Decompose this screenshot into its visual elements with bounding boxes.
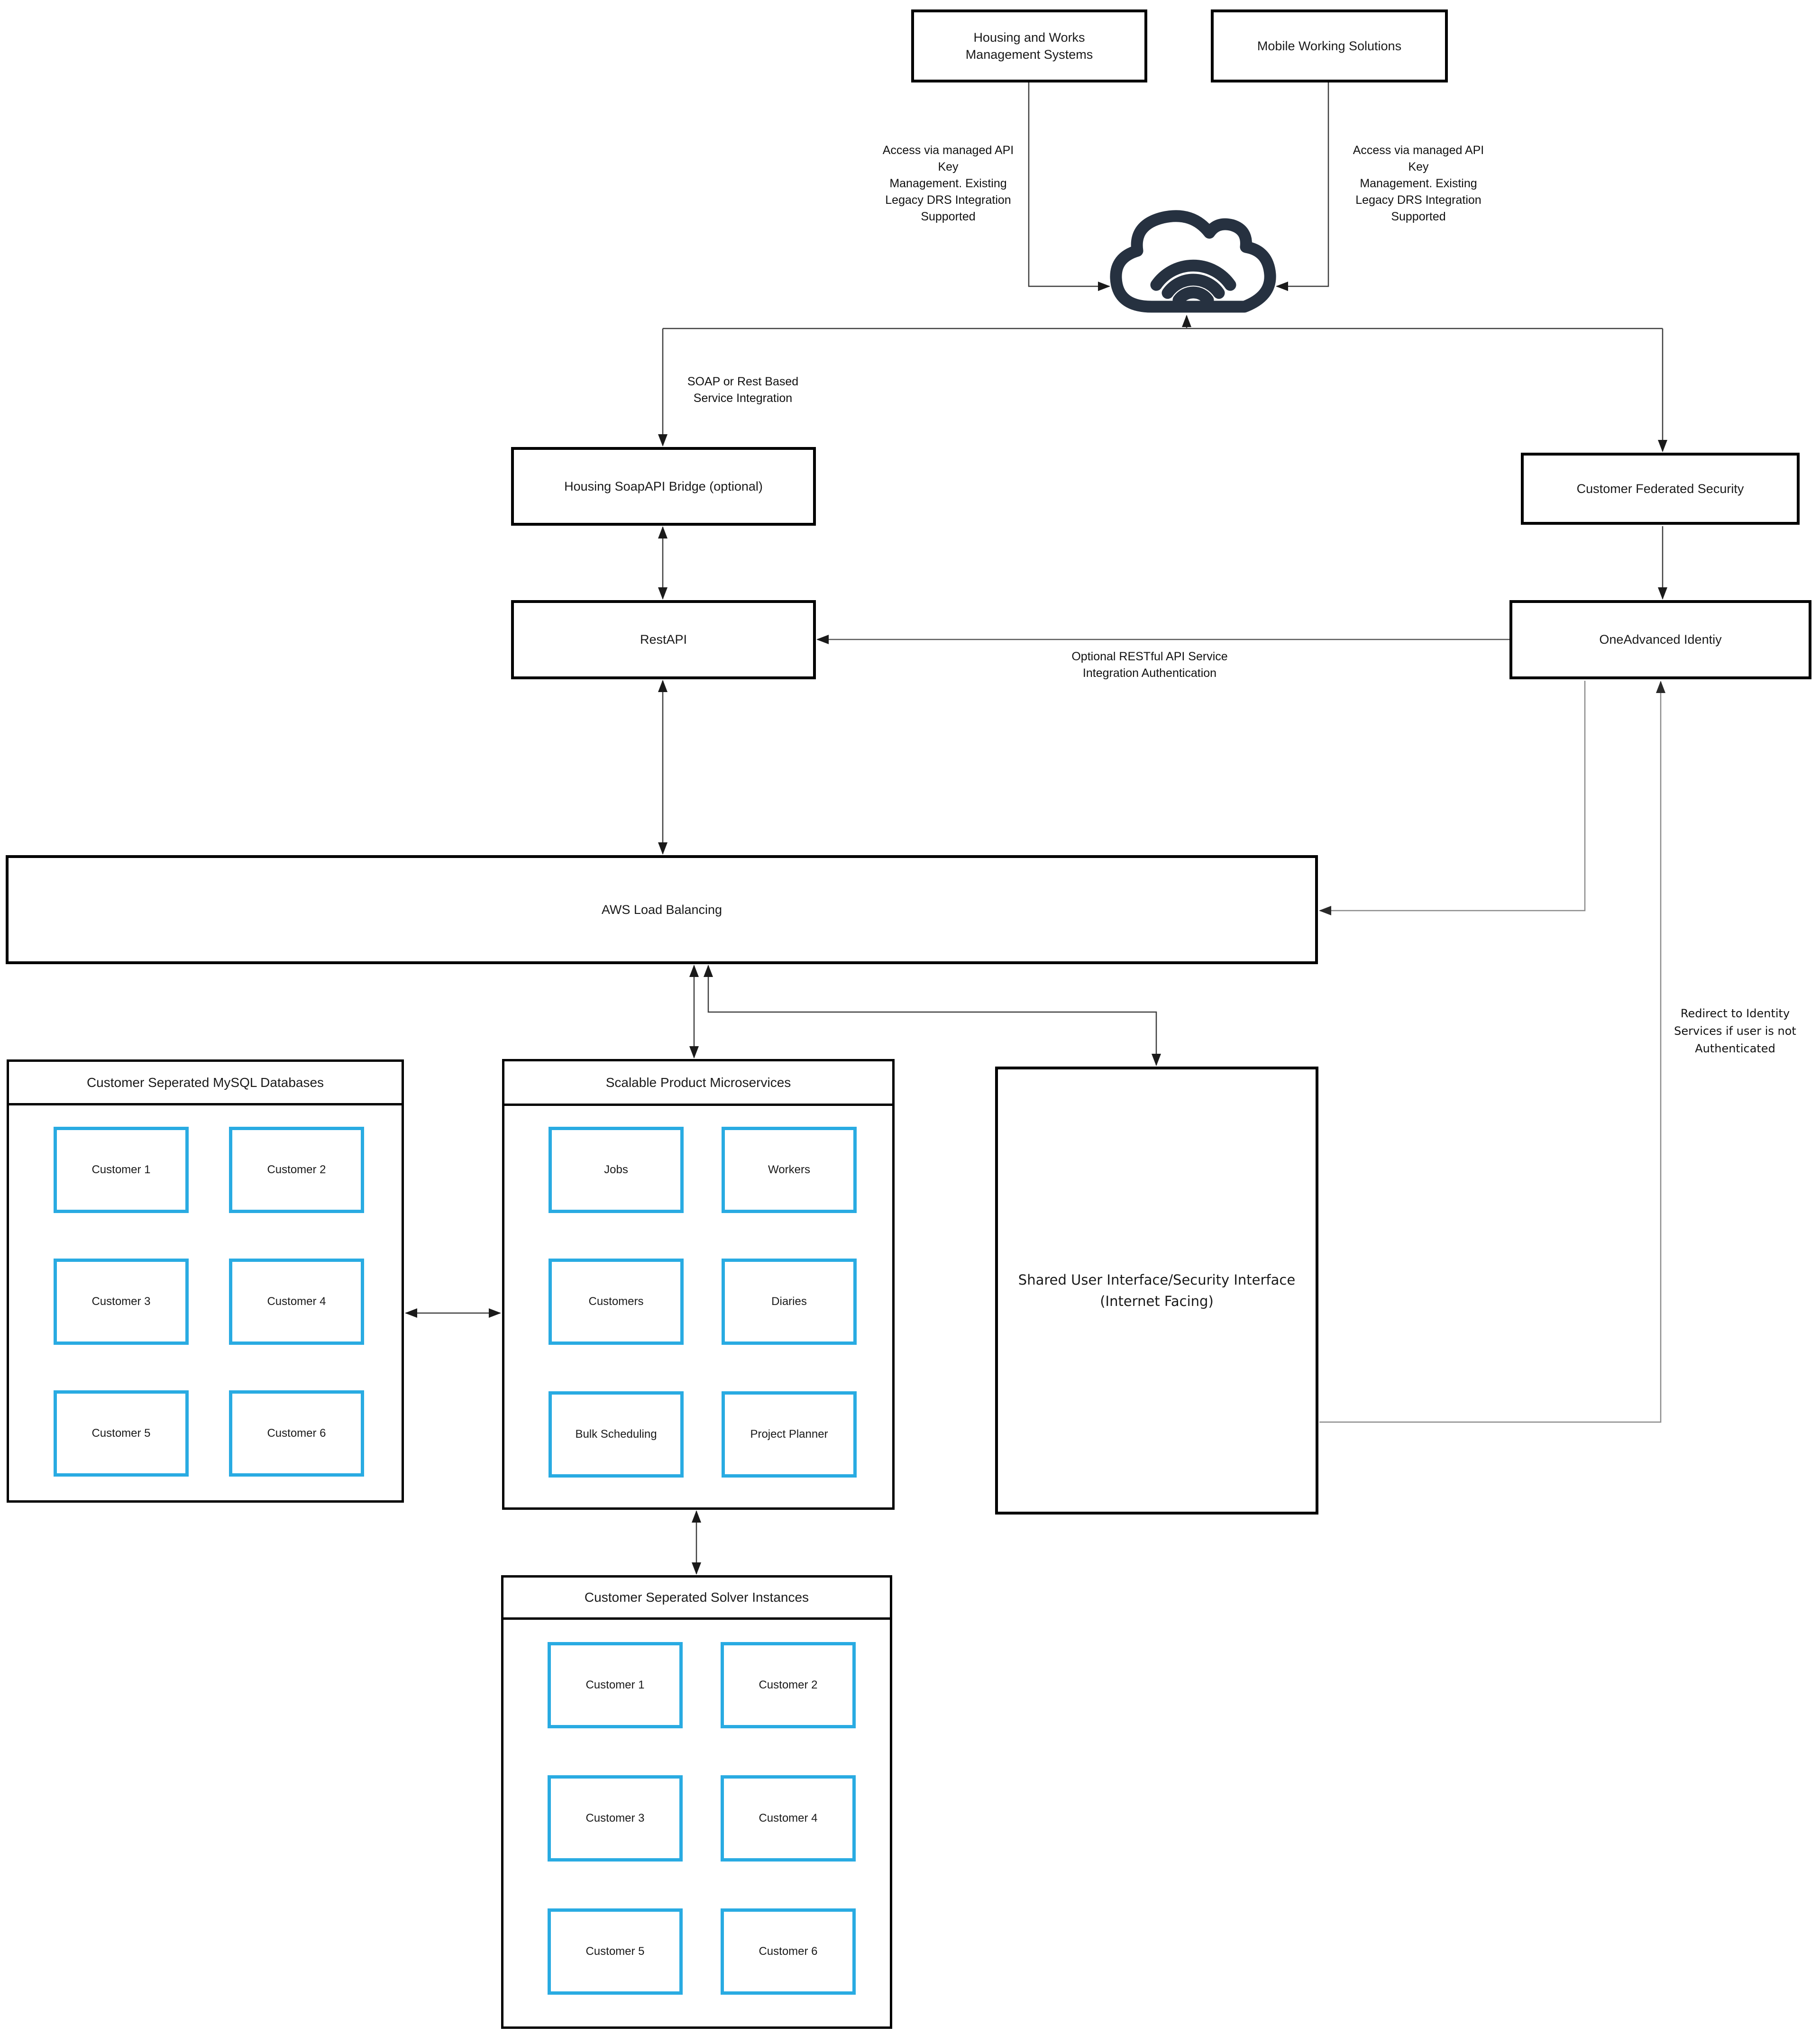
microservice-cell-bulk-scheduling: Bulk Scheduling xyxy=(549,1391,684,1478)
annotation-soap: SOAP or Rest Based Service Integration xyxy=(687,375,799,405)
node-housing-works: Housing and Works Management Systems xyxy=(911,9,1147,82)
solver-cell-customer-1: Customer 1 xyxy=(548,1642,683,1728)
annotation-redirect: Redirect to Identity Services if user is… xyxy=(1674,1007,1796,1055)
mysql-cell-customer-3: Customer 3 xyxy=(54,1259,189,1345)
microservice-cell-jobs: Jobs xyxy=(549,1127,684,1213)
microservice-cell-diaries: Diaries xyxy=(722,1259,857,1345)
node-customer-federated-security: Customer Federated Security xyxy=(1521,453,1800,525)
annotation-access-right: Access via managed API Key Management. E… xyxy=(1353,144,1484,223)
solver-cell-customer-4: Customer 4 xyxy=(721,1775,856,1862)
edge-oneadvanced-to-aws xyxy=(1319,681,1586,915)
node-mobile-working: Mobile Working Solutions xyxy=(1211,9,1448,82)
mysql-cell-customer-4: Customer 4 xyxy=(229,1259,364,1345)
node-shared-user-interface: Shared User Interface/Security Interface… xyxy=(995,1067,1318,1515)
edge-aws-sharedui xyxy=(704,965,1161,1066)
solver-cell-customer-6: Customer 6 xyxy=(721,1908,856,1995)
edge-mobile-to-cloud xyxy=(1276,82,1329,291)
mysql-cell-customer-5: Customer 5 xyxy=(54,1390,189,1477)
microservice-cell-workers: Workers xyxy=(722,1127,857,1213)
node-restapi: RestAPI xyxy=(511,600,816,679)
node-oneadvanced-identity: OneAdvanced Identiy xyxy=(1509,600,1811,679)
node-aws-load-balancing: AWS Load Balancing xyxy=(6,855,1318,964)
annotation-access-left: Access via managed API Key Management. E… xyxy=(882,144,1014,223)
container-mysql-title: Customer Seperated MySQL Databases xyxy=(9,1062,402,1105)
cloud-wifi-icon xyxy=(1110,210,1276,313)
solver-cell-customer-5: Customer 5 xyxy=(548,1908,683,1995)
solver-cell-customer-3: Customer 3 xyxy=(548,1775,683,1862)
container-solver-title: Customer Seperated Solver Instances xyxy=(503,1578,890,1620)
container-microservices-title: Scalable Product Microservices xyxy=(504,1061,892,1106)
container-microservices: Scalable Product Microservices Jobs Work… xyxy=(502,1059,895,1510)
microservice-cell-project-planner: Project Planner xyxy=(722,1391,857,1478)
edge-housing-to-cloud xyxy=(1028,82,1110,291)
annotation-optional-rest: Optional RESTful API Service Integration… xyxy=(1071,650,1228,680)
mysql-cell-customer-2: Customer 2 xyxy=(229,1127,364,1213)
microservice-cell-customers: Customers xyxy=(549,1259,684,1345)
edge-sharedui-to-oneadvanced xyxy=(1319,681,1665,1423)
mysql-cell-customer-6: Customer 6 xyxy=(229,1390,364,1477)
solver-cell-customer-2: Customer 2 xyxy=(721,1642,856,1728)
container-mysql-databases: Customer Seperated MySQL Databases Custo… xyxy=(7,1059,404,1503)
mysql-cell-customer-1: Customer 1 xyxy=(54,1127,189,1213)
container-solver-instances: Customer Seperated Solver Instances Cust… xyxy=(501,1575,892,2029)
node-soapapi-bridge: Housing SoapAPI Bridge (optional) xyxy=(511,447,816,526)
